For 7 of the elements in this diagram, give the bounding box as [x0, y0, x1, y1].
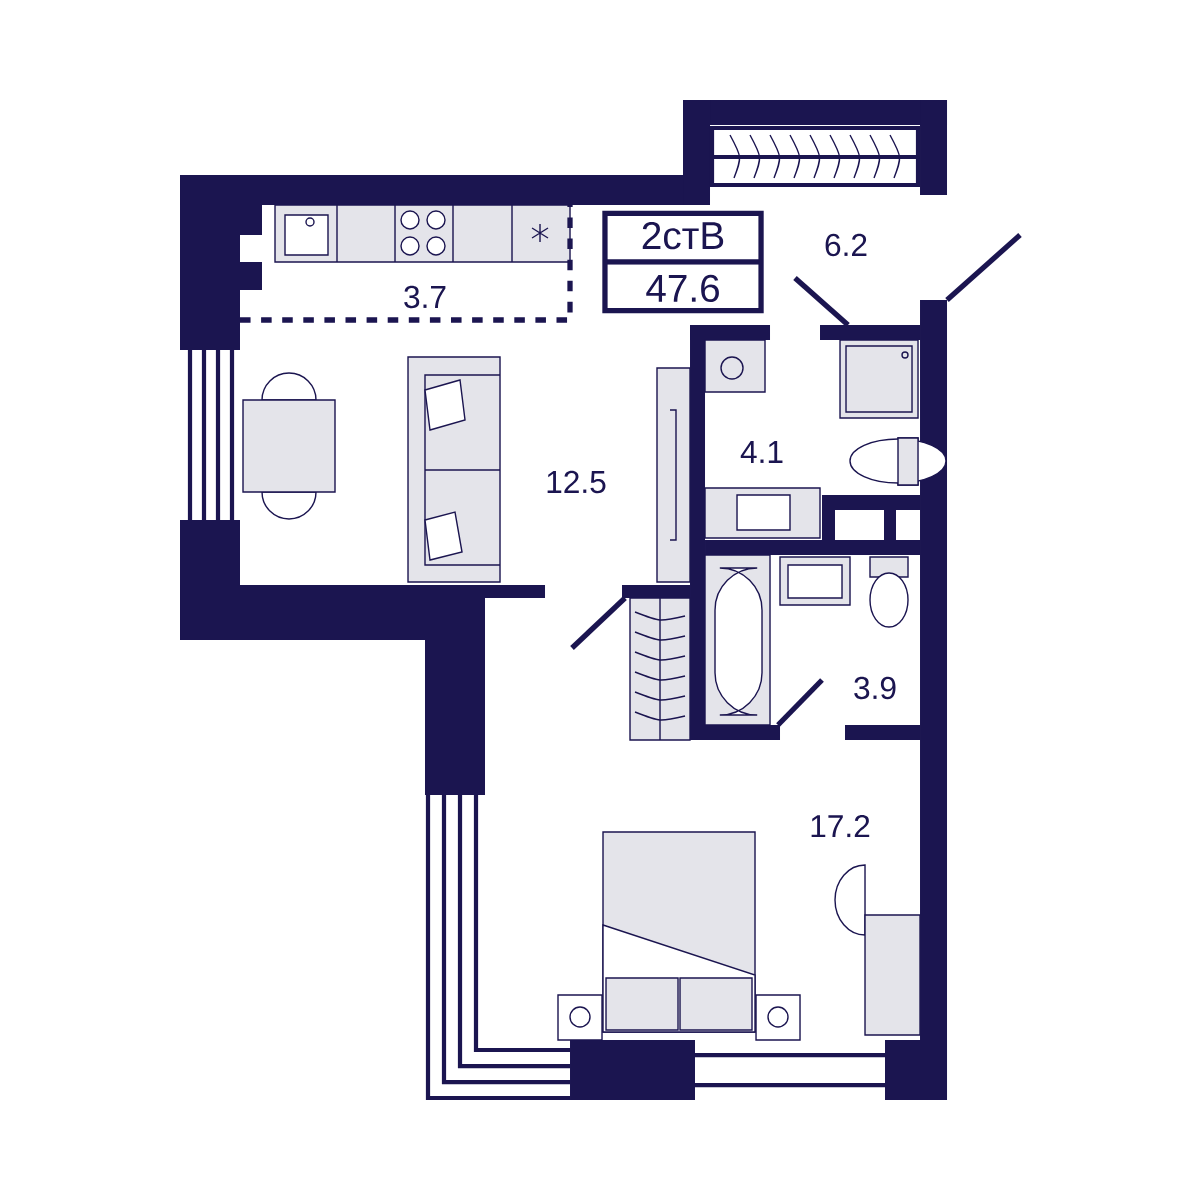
area-label: 4.1: [740, 441, 783, 463]
area-label: 17.2: [811, 814, 870, 838]
apartment-type-box: 2стВ 47.6: [602, 210, 764, 314]
area-label: 6.2: [825, 233, 867, 257]
area-label: 3.7: [404, 285, 446, 309]
area-label: 12.5: [547, 470, 606, 494]
area-label: 3.9: [854, 676, 896, 700]
